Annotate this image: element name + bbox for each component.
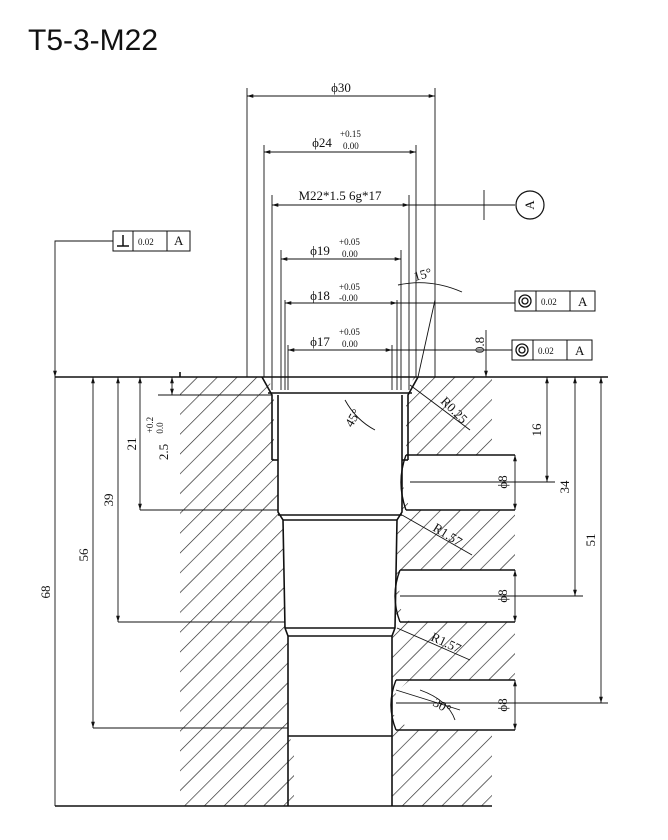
dim-d19-lower: 0.00 [342,249,358,259]
dim-d30: ϕ30 [331,80,351,95]
drawing-title: T5-3-M22 [28,24,159,57]
perpendicularity-icon [117,235,129,247]
dim-16: 16 [529,423,544,437]
dim-port-1: ϕ8 [495,475,510,488]
side-ports [390,454,515,731]
material-right-section [392,377,515,806]
dim-d24-upper: +0.15 [340,129,361,139]
dimension-lines [53,88,608,806]
dim-d17-upper: +0.05 [339,327,360,337]
dim-56: 56 [76,548,91,562]
bore-outline [55,372,608,807]
dim-port-2: ϕ8 [495,589,510,602]
dim-angle-45: 45° [342,406,364,429]
material-left-section [180,377,294,806]
concentricity-frame-1: 0.02 A [514,290,596,312]
dim-2-5-lower: 0.0 [155,422,165,434]
datum-label: A [522,200,537,210]
perp-tolerance-value: 0.02 [138,237,154,247]
dim-2-5: 2.5 [156,444,171,460]
dim-angle-30: 30° [431,695,454,717]
dim-d18-upper: +0.05 [339,282,360,292]
perpendicularity-frame: 0.02 A [112,230,191,252]
dim-d24: ϕ24 [312,135,332,150]
conc1-datum: A [578,294,588,309]
concentricity-frame-2: 0.02 A [511,339,593,361]
dim-d19: ϕ19 [310,243,330,258]
dim-d19-upper: +0.05 [339,237,360,247]
conc2-tolerance-value: 0.02 [538,346,554,356]
dim-d17-lower: 0.00 [342,339,358,349]
concentricity-icon [515,343,529,357]
dim-d17: ϕ17 [310,334,330,349]
concentricity-icon [518,294,532,308]
dim-angle-15: 15° [412,265,433,284]
dim-d24-lower: 0.00 [343,141,359,151]
dim-68: 68 [38,586,53,599]
dim-d18: ϕ18 [310,288,330,303]
dim-21: 21 [124,438,139,451]
dim-51: 51 [583,534,598,547]
dim-34: 34 [557,480,572,494]
datum-a-symbol: A [515,190,545,220]
conc1-tolerance-value: 0.02 [541,297,557,307]
dim-39: 39 [101,494,116,507]
dim-port-3: ϕ8 [495,698,510,711]
dim-thread: M22*1.5 6g*17 [298,188,382,203]
dimension-text: ϕ30 ϕ24 +0.15 0.00 M22*1.5 6g*17 ϕ19 +0.… [38,80,598,717]
dim-0-8: 0.8 [472,337,487,353]
perp-datum: A [174,233,184,248]
dim-d18-lower: -0.00 [339,293,358,303]
conc2-datum: A [575,343,585,358]
dim-2-5-upper: +0.2 [145,417,155,433]
